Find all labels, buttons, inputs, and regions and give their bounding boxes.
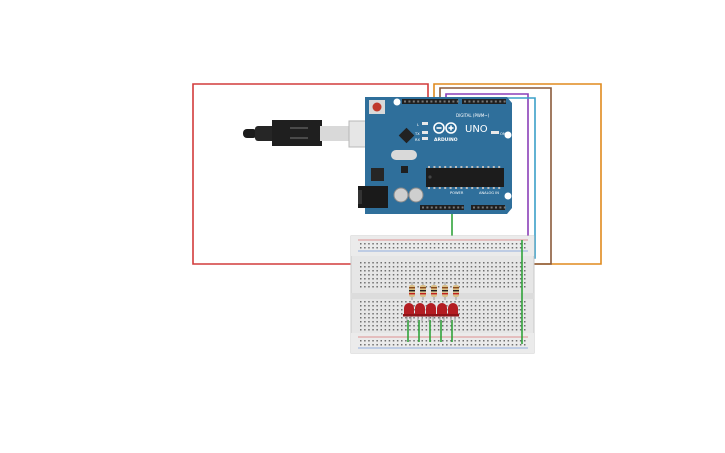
digital-header-label: DIGITAL (PWM~) bbox=[456, 113, 490, 118]
usb-cable bbox=[243, 120, 386, 148]
arduino-logo bbox=[433, 122, 457, 134]
breadboard-wires bbox=[407, 240, 523, 344]
mcu-pins bbox=[428, 166, 501, 189]
led bbox=[436, 303, 448, 322]
led bbox=[403, 303, 415, 322]
arduino-board: UNO ARDUINO DIGITAL (PWM~) TX RX L ON PO… bbox=[358, 97, 512, 214]
arduino-model: UNO bbox=[465, 124, 488, 135]
resistor bbox=[409, 282, 415, 300]
digital-header-pins bbox=[404, 100, 506, 103]
led bbox=[447, 303, 459, 322]
on-label: ON bbox=[500, 132, 506, 136]
power-label: POWER bbox=[450, 191, 464, 195]
l-label: L bbox=[417, 123, 419, 127]
resistor bbox=[431, 282, 437, 300]
analog-label: ANALOG IN bbox=[479, 191, 499, 195]
tx-label: TX bbox=[414, 132, 420, 136]
rx-label: RX bbox=[415, 138, 420, 142]
resistor bbox=[442, 282, 448, 300]
led bbox=[425, 303, 437, 322]
arduino-brand: ARDUINO bbox=[434, 137, 458, 143]
resistor bbox=[453, 282, 459, 300]
power-analog-header-pins bbox=[422, 206, 506, 209]
wire-red bbox=[192, 83, 429, 265]
resistor bbox=[420, 282, 426, 300]
leds bbox=[403, 303, 459, 322]
resistors bbox=[409, 282, 459, 300]
led bbox=[414, 303, 426, 322]
